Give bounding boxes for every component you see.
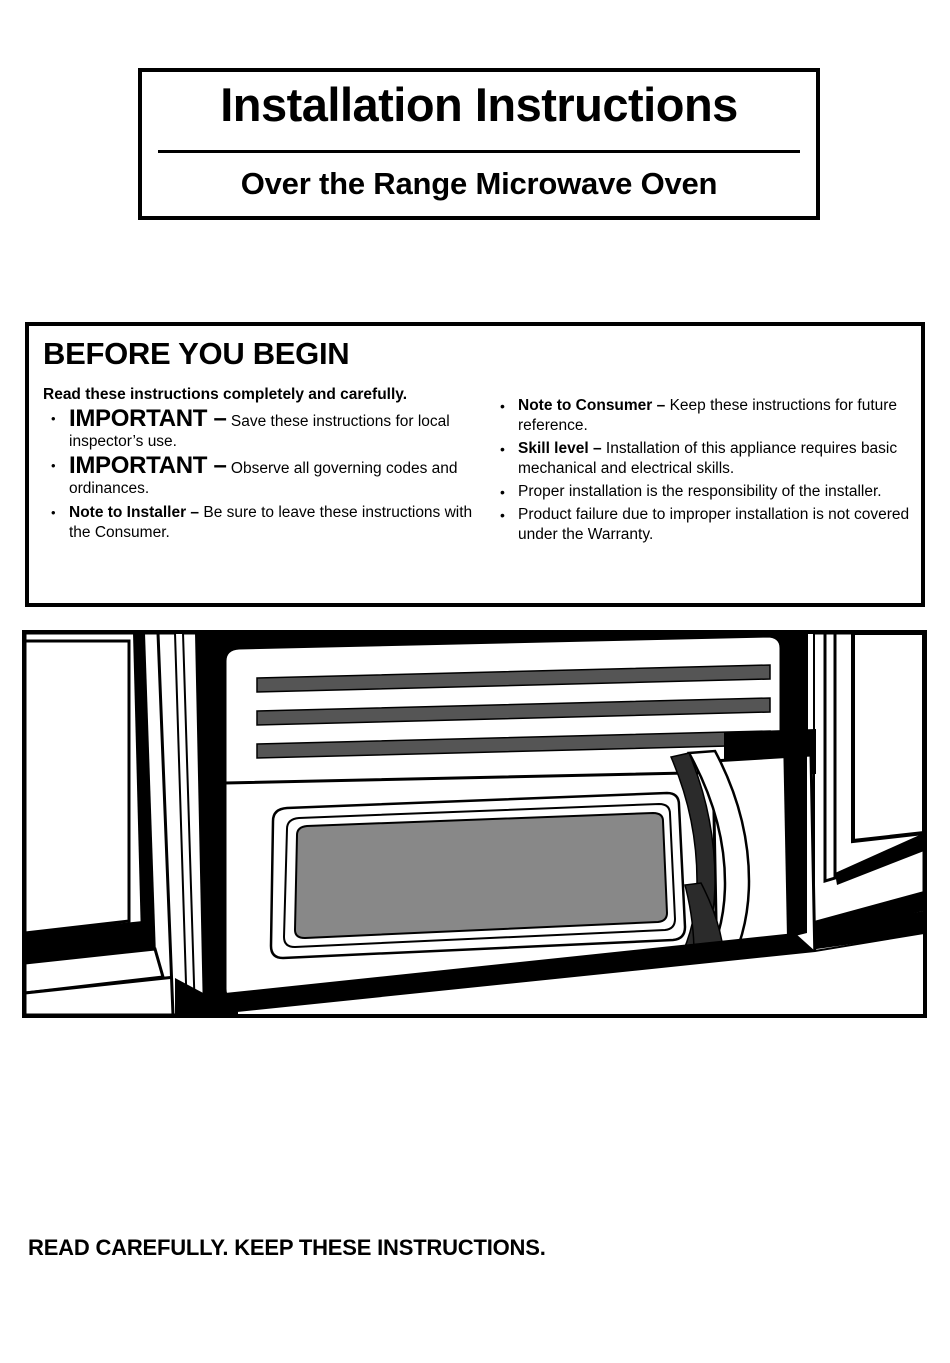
right-cabinet-bottom-edge xyxy=(795,911,924,951)
vent-grille xyxy=(223,634,783,795)
bullet-text: Be sure to leave these instructions with… xyxy=(69,504,473,541)
left-cabinet-side-trim xyxy=(173,633,197,1015)
list-item: • Note to Installer – Be sure to leave t… xyxy=(43,503,484,543)
list-item: • Product failure due to improper instal… xyxy=(492,505,921,545)
title-divider xyxy=(158,150,800,153)
microwave-bottom-edge xyxy=(225,933,815,1011)
door-window xyxy=(269,791,687,960)
list-item: • IMPORTANT – Save these instructions fo… xyxy=(43,407,484,452)
right-cabinet-rail-2 xyxy=(814,891,924,933)
left-cabinet-stile xyxy=(133,633,158,1015)
before-you-begin-panel: BEFORE YOU BEGIN Read these instructions… xyxy=(25,322,925,607)
microwave-illustration-frame xyxy=(22,630,927,1018)
left-bullet-list: • IMPORTANT – Save these instructions fo… xyxy=(43,407,484,543)
left-recess-gap xyxy=(195,633,225,1015)
list-item: • Skill level – Installation of this app… xyxy=(492,439,921,479)
bullet-text: Proper installation is the responsibilit… xyxy=(518,483,882,500)
list-item: • IMPORTANT – Observe all governing code… xyxy=(43,454,484,499)
bullet-icon: • xyxy=(51,505,56,520)
vent-slat xyxy=(256,697,771,726)
bullet-emphasis: Note to Installer – xyxy=(69,504,200,521)
bullet-emphasis: Skill level – xyxy=(518,440,602,457)
right-cabinet-panel xyxy=(851,633,924,844)
left-cabinet xyxy=(25,633,227,1015)
bullet-text: Installation of this appliance requires … xyxy=(518,440,898,477)
right-recess-gap xyxy=(781,633,807,938)
document-subtitle: Over the Range Microwave Oven xyxy=(240,166,718,201)
before-you-begin-right-column: • Note to Consumer – Keep these instruct… xyxy=(484,384,921,548)
document-title: Installation Instructions xyxy=(220,78,738,131)
bullet-icon: • xyxy=(51,458,56,473)
bullet-icon: • xyxy=(500,398,505,414)
before-you-begin-columns: Read these instructions completely and c… xyxy=(29,384,921,548)
bullet-text: Product failure due to improper installa… xyxy=(518,506,910,543)
list-item: • Note to Consumer – Keep these instruct… xyxy=(492,396,921,436)
right-bullet-list: • Note to Consumer – Keep these instruct… xyxy=(492,396,921,545)
bullet-emphasis: IMPORTANT – xyxy=(69,452,227,479)
left-cabinet-panel-outer xyxy=(25,639,131,935)
microwave-illustration xyxy=(25,633,924,1015)
bullet-emphasis: IMPORTANT – xyxy=(69,405,227,432)
bullet-text: Observe all governing codes and ordinanc… xyxy=(69,460,458,497)
bullet-icon: • xyxy=(500,507,505,523)
bullet-text: Keep these instructions for future refer… xyxy=(518,397,898,434)
bullet-icon: • xyxy=(500,484,505,500)
list-item: • Proper installation is the responsibil… xyxy=(492,482,921,502)
read-instructions-lead: Read these instructions completely and c… xyxy=(43,386,408,403)
left-cabinet-bottom-edge xyxy=(25,975,189,1015)
vent-slat xyxy=(256,664,771,693)
bullet-emphasis: Note to Consumer – xyxy=(518,397,666,414)
footer-read-carefully: READ CAREFULLY. KEEP THESE INSTRUCTIONS. xyxy=(28,1235,546,1260)
before-you-begin-heading: BEFORE YOU BEGIN xyxy=(43,336,350,371)
bullet-icon: • xyxy=(51,411,56,426)
right-cabinet-trim-2 xyxy=(823,633,837,884)
right-cabinet-rail-1 xyxy=(835,833,924,885)
door-window-glass xyxy=(293,811,669,940)
document-title-box: Installation Instructions Over the Range… xyxy=(138,68,820,220)
before-you-begin-left-column: Read these instructions completely and c… xyxy=(29,384,484,548)
bullet-text: Save these instructions for local inspec… xyxy=(69,413,450,450)
bullet-icon: • xyxy=(500,441,505,457)
